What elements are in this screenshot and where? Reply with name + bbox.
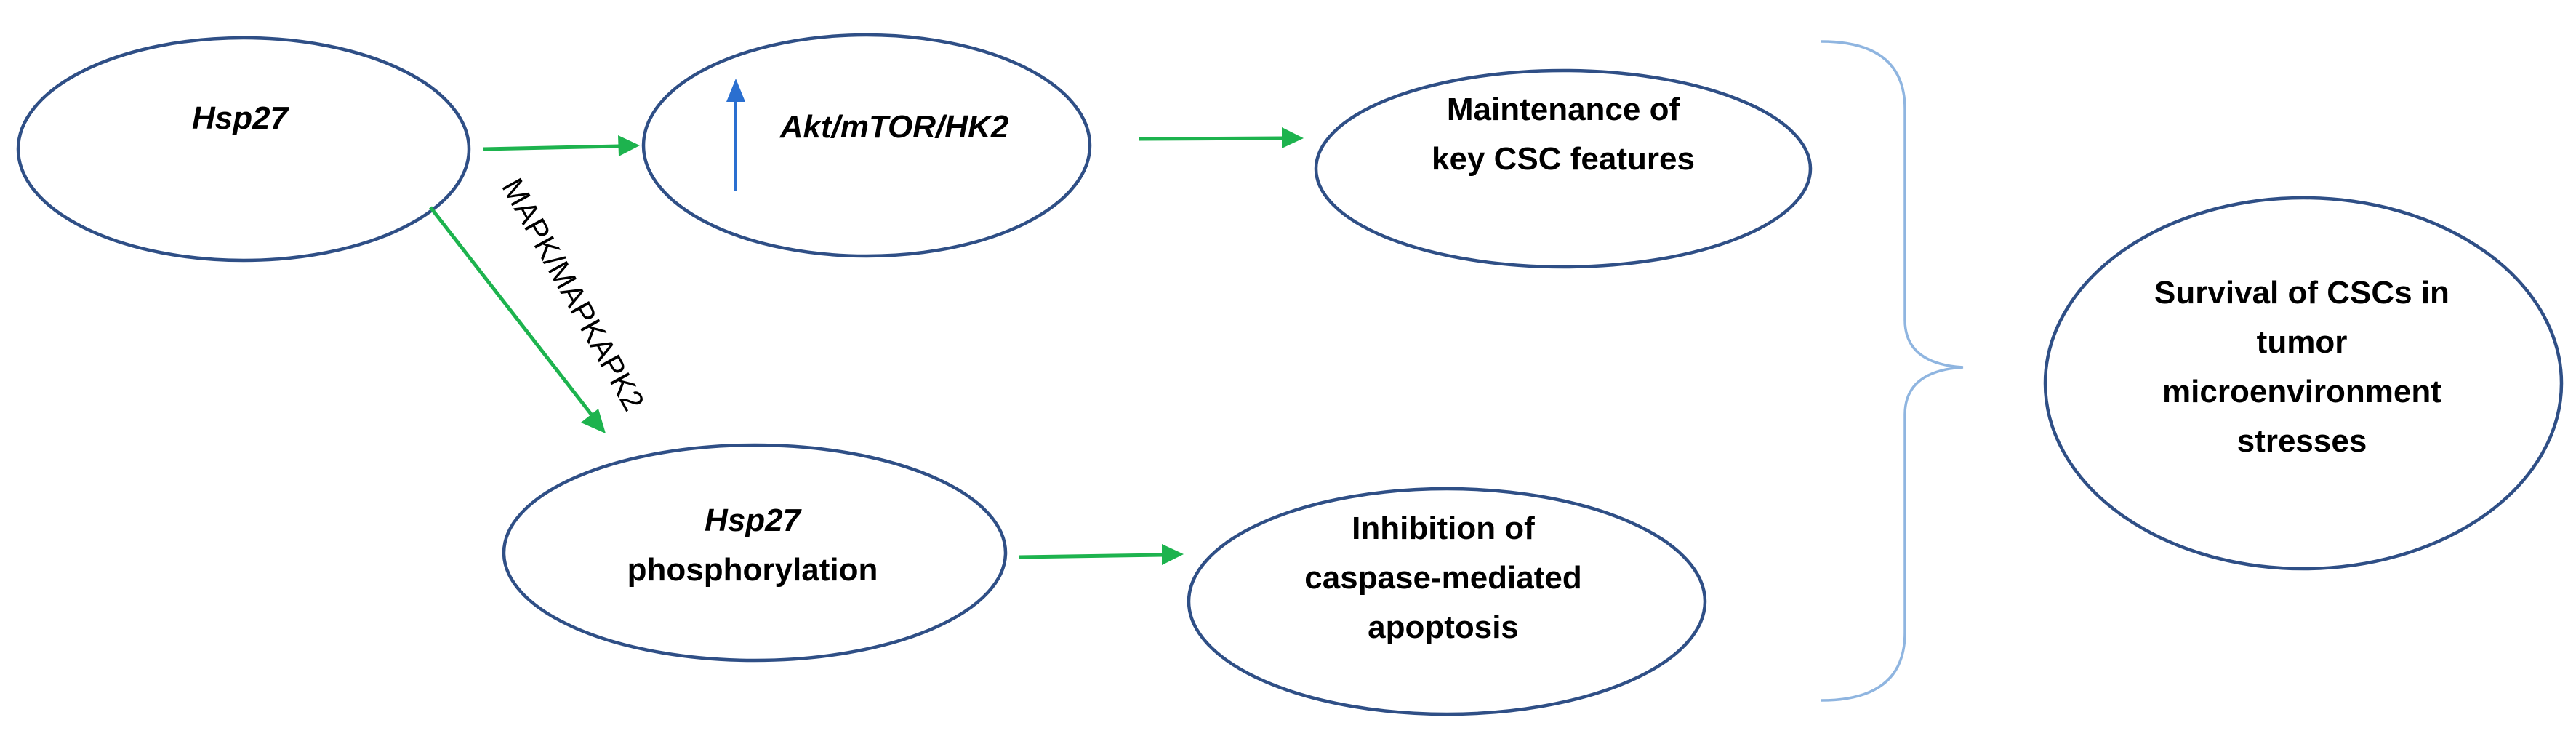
up-arrow-icon: [726, 79, 745, 191]
survival-label-line4: stresses: [2236, 423, 2367, 459]
inhibition-node: [1187, 487, 1707, 716]
survival-node-label: Survival of CSCs in tumor microenvironme…: [2154, 268, 2449, 466]
arrow-akt-to-maintenance: [1138, 127, 1304, 148]
inhibition-label-line1: Inhibition of: [1352, 511, 1535, 546]
inhibition-label-line2: caspase-mediated: [1304, 560, 1582, 596]
maintenance-label-line2: key CSC features: [1432, 141, 1695, 177]
arrow-phospho-to-inhibition: [1019, 544, 1184, 565]
right-brace: [1821, 40, 1964, 702]
survival-label-line1: Survival of CSCs in: [2154, 275, 2449, 311]
maintenance-node: [1314, 68, 1813, 269]
maintenance-node-label: Maintenance of key CSC features: [1432, 85, 1695, 184]
maintenance-label-line1: Maintenance of: [1446, 92, 1680, 127]
hsp27-node: [16, 36, 471, 263]
phospho-label-line2: phosphorylation: [627, 552, 878, 588]
inhibition-label-line3: apoptosis: [1368, 609, 1519, 645]
akt-node-label: Akt/mTOR/HK2: [779, 109, 1009, 145]
phospho-node: [502, 443, 1008, 663]
phospho-label-line1: Hsp27: [704, 503, 801, 538]
arrow-hsp27-to-phospho: [429, 206, 606, 433]
hsp27-node-label: Hsp27: [191, 100, 289, 136]
inhibition-node-label: Inhibition of caspase-mediated apoptosis: [1304, 504, 1582, 652]
survival-node: [2043, 196, 2564, 571]
survival-label-line3: microenvironment: [2162, 374, 2441, 409]
survival-label-line2: tumor: [2256, 324, 2348, 360]
arrow-hsp27-to-akt: [483, 135, 640, 156]
phospho-node-label: Hsp27 phosphorylation: [627, 496, 878, 595]
akt-node: [641, 33, 1092, 258]
